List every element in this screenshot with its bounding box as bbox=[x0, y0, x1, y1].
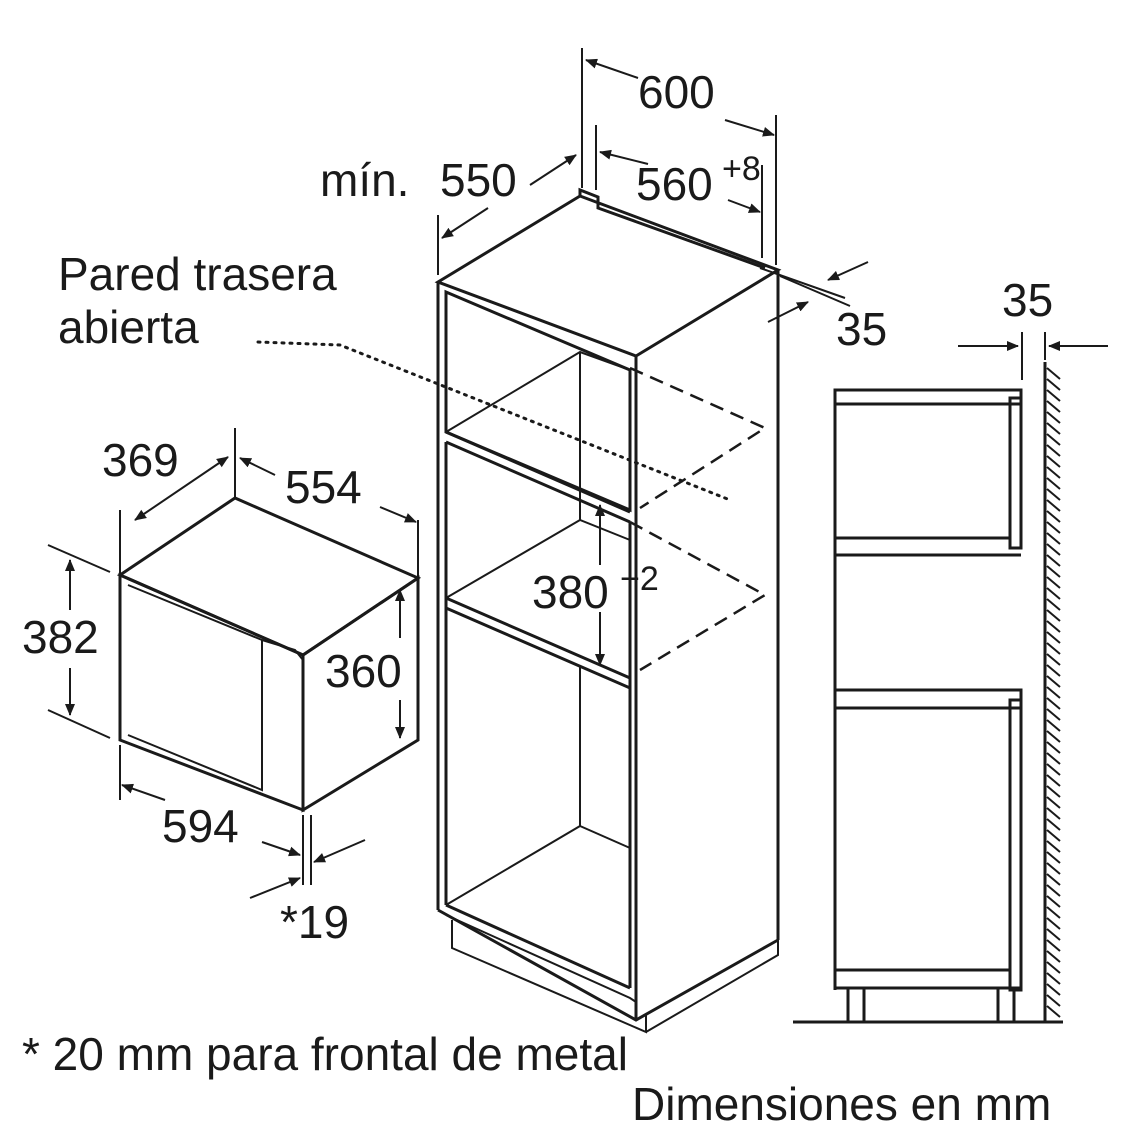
wall-hatch-line bbox=[1046, 499, 1061, 512]
wall-hatch-line bbox=[1046, 543, 1061, 556]
wall-hatch-line bbox=[1046, 818, 1061, 831]
wall-hatch-line bbox=[1046, 851, 1061, 864]
wall-hatch-line bbox=[1046, 521, 1061, 534]
niche-height-tolerance: +2 bbox=[620, 560, 659, 598]
front-thickness-value: *19 bbox=[280, 896, 349, 948]
niche-height-value: 380 bbox=[532, 566, 609, 618]
wall-hatch-line bbox=[1046, 785, 1061, 798]
wall-hatch-line bbox=[1046, 939, 1061, 952]
wall-hatch-line bbox=[1046, 741, 1061, 754]
wall-hatch-line bbox=[1046, 829, 1061, 842]
wall-hatch-line bbox=[1046, 708, 1061, 721]
wall-hatch-line bbox=[1046, 675, 1061, 688]
cabinet-width-value: 600 bbox=[638, 66, 715, 118]
wall-hatch-line bbox=[1046, 950, 1061, 963]
appliance-height-body-value: 360 bbox=[325, 645, 402, 697]
wall-hatch-line bbox=[1046, 455, 1061, 468]
wall-hatch-line bbox=[1046, 752, 1061, 765]
wall-hatch-line bbox=[1046, 895, 1061, 908]
niche-width-value: 560 bbox=[636, 158, 713, 210]
wall-hatch-line bbox=[1046, 664, 1061, 677]
wall-hatch-line bbox=[1046, 774, 1061, 787]
cabinet-drawing bbox=[256, 187, 782, 1034]
wall-hatch-line bbox=[1046, 763, 1061, 776]
side-gap-value: 35 bbox=[836, 303, 887, 355]
wall-hatch-line bbox=[1046, 730, 1061, 743]
units-label: Dimensiones en mm bbox=[632, 1078, 1051, 1130]
wall-hatch-line bbox=[1046, 444, 1061, 457]
wall-hatch-line bbox=[1046, 697, 1061, 710]
wall-hatch-line bbox=[1046, 532, 1061, 545]
wall-hatch-line bbox=[1046, 620, 1061, 633]
microwave-drawing bbox=[47, 428, 422, 885]
wall-hatch-line bbox=[1046, 884, 1061, 897]
min-depth-value: 550 bbox=[440, 154, 517, 206]
niche-width-tolerance: +8 bbox=[722, 150, 761, 188]
open-back-label-line1: Pared trasera bbox=[58, 248, 337, 300]
wall-hatch-line bbox=[1046, 653, 1061, 666]
wall-hatch-line bbox=[1046, 873, 1061, 886]
wall-hatch-line bbox=[1046, 598, 1061, 611]
wall-hatch-line bbox=[1046, 554, 1061, 567]
wall-hatch-line bbox=[1046, 719, 1061, 732]
wall-hatch-line bbox=[1046, 477, 1061, 490]
wall-hatch-line bbox=[1046, 411, 1061, 424]
side-view-drawing bbox=[793, 332, 1108, 1024]
wall-hatch-line bbox=[1046, 972, 1061, 985]
wall-hatch-line bbox=[1046, 631, 1061, 644]
wall-hatch-line bbox=[1046, 862, 1061, 875]
footnote-metal-front: * 20 mm para frontal de metal bbox=[22, 1028, 628, 1080]
cabinet-dimension-lines bbox=[437, 48, 869, 666]
wall-hatch-line bbox=[1046, 378, 1061, 391]
wall-hatch-line bbox=[1046, 587, 1061, 600]
open-back-label-line2: abierta bbox=[58, 301, 199, 353]
wall-hatch-line bbox=[1046, 961, 1061, 974]
wall-hatch-line bbox=[1046, 510, 1061, 523]
wall-hatch-line bbox=[1046, 686, 1061, 699]
wall-hatch-line bbox=[1046, 400, 1061, 413]
appliance-width-value: 554 bbox=[285, 461, 362, 513]
wall-hatch-line bbox=[1046, 917, 1061, 930]
appliance-front-width-value: 594 bbox=[162, 800, 239, 852]
microwave-dimension-lines bbox=[65, 456, 417, 899]
appliance-depth-value: 369 bbox=[102, 434, 179, 486]
wall-hatch-line bbox=[1046, 906, 1061, 919]
wall-hatch-line bbox=[1046, 565, 1061, 578]
wall-hatch-line bbox=[1046, 609, 1061, 622]
wall-hatch-line bbox=[1046, 796, 1061, 809]
wall-hatch-line bbox=[1046, 994, 1061, 1007]
min-depth-prefix: mín. bbox=[320, 154, 409, 206]
wall-hatch-line bbox=[1046, 1005, 1061, 1018]
appliance-height-total-value: 382 bbox=[22, 611, 99, 663]
wall-hatch-line bbox=[1046, 367, 1061, 380]
wall-hatch-line bbox=[1046, 807, 1061, 820]
wall-hatch-line bbox=[1046, 488, 1061, 501]
wall-hatch-line bbox=[1046, 389, 1061, 402]
wall-gap-value: 35 bbox=[1002, 274, 1053, 326]
wall-hatch-line bbox=[1046, 433, 1061, 446]
wall-hatch-line bbox=[1046, 840, 1061, 853]
wall-hatch-line bbox=[1046, 576, 1061, 589]
wall-hatch-line bbox=[1046, 422, 1061, 435]
wall-hatch-line bbox=[1046, 983, 1061, 996]
wall-hatch-line bbox=[1046, 466, 1061, 479]
wall-hatch-line bbox=[1046, 642, 1061, 655]
wall-hatch-line bbox=[1046, 928, 1061, 941]
